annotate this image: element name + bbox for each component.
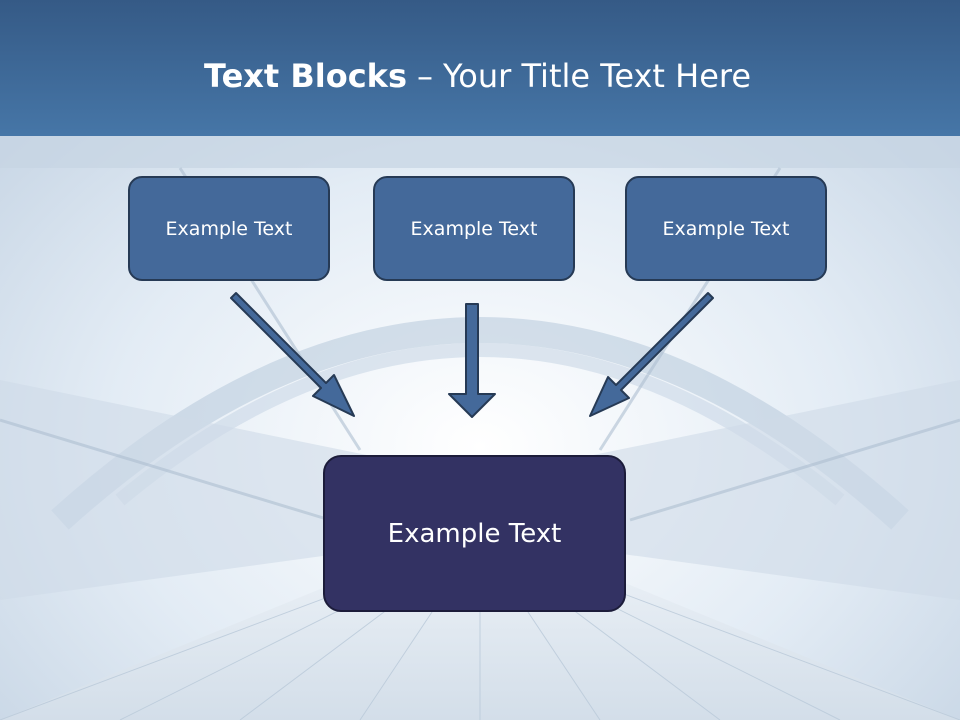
arrow-center <box>448 303 496 418</box>
text-block-1-label: Example Text <box>165 217 293 240</box>
text-block-2-label: Example Text <box>410 217 538 240</box>
title-dash: – <box>417 57 433 95</box>
title-rest-part: Your Title Text Here <box>443 57 752 95</box>
arrow-right <box>589 292 714 417</box>
slide-title: Text Blocks–Your Title Text Here <box>204 56 751 96</box>
text-block-main-label: Example Text <box>387 518 562 549</box>
title-bar: Text Blocks–Your Title Text Here <box>0 0 960 136</box>
text-block-3-label: Example Text <box>662 217 790 240</box>
text-block-main[interactable]: Example Text <box>323 455 626 612</box>
title-bold-part: Text Blocks <box>204 57 407 95</box>
text-block-3[interactable]: Example Text <box>625 176 827 281</box>
text-block-2[interactable]: Example Text <box>373 176 575 281</box>
text-block-1[interactable]: Example Text <box>128 176 330 281</box>
arrow-left <box>230 292 355 417</box>
